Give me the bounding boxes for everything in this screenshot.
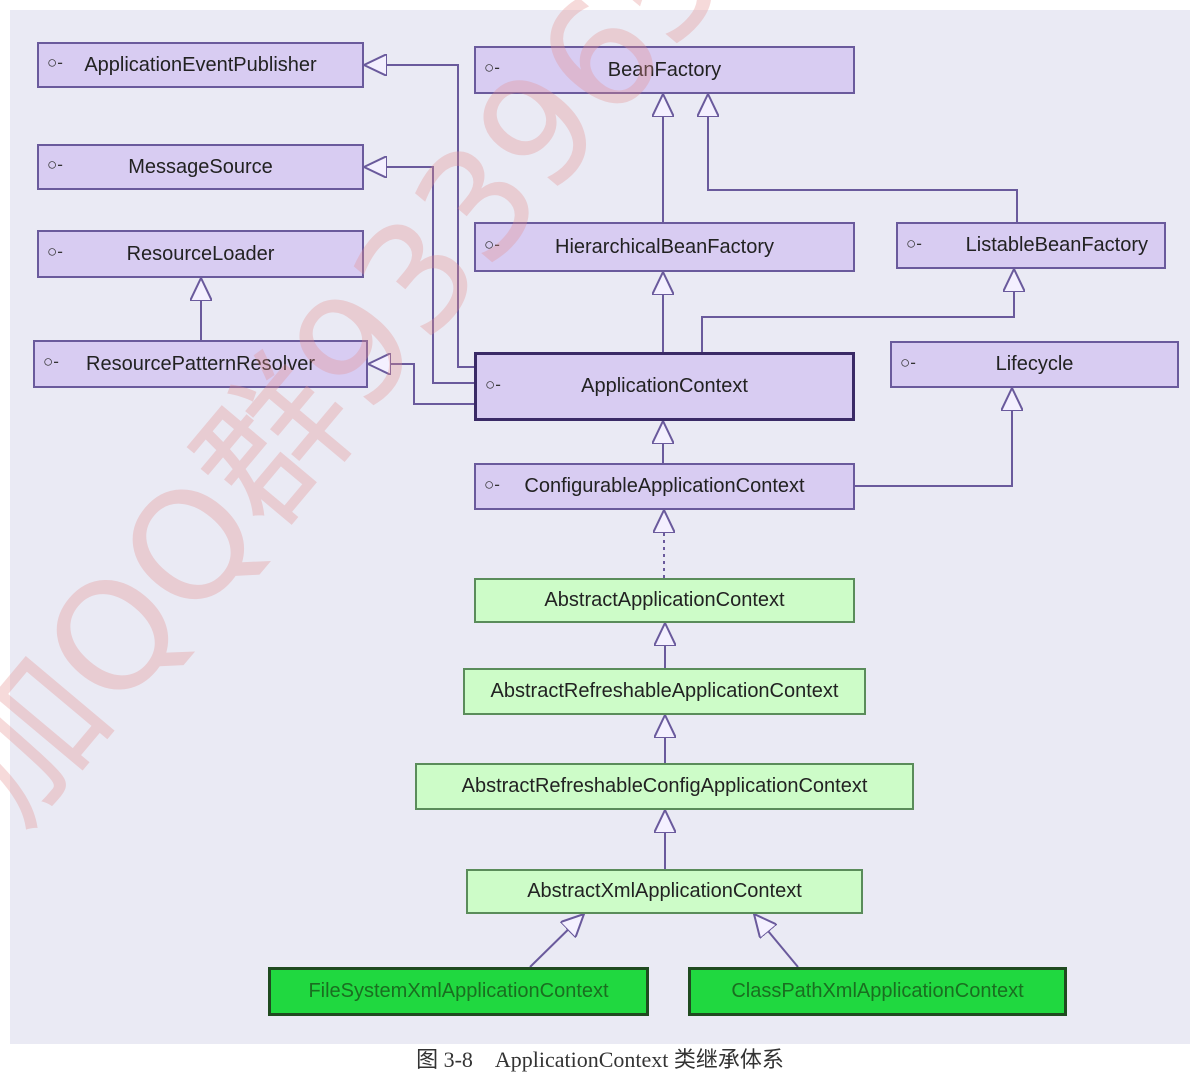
edge-configurable-to-lifecycle [854, 388, 1012, 487]
node-label: HierarchicalBeanFactory [555, 235, 774, 258]
node-label: AbstractXmlApplicationContext [527, 880, 802, 902]
edge-ac-to-listable [701, 269, 1014, 352]
interface-marker-icon: ○- [43, 352, 59, 371]
node-label: ApplicationContext [581, 375, 748, 397]
node-label: Lifecycle [995, 353, 1074, 375]
node-configurable-application-context: ○- ConfigurableApplicationContext [474, 463, 855, 510]
node-label: FileSystemXmlApplicationContext [308, 980, 609, 1002]
edge-ac-to-event-publisher [364, 65, 475, 368]
interface-marker-icon: ○- [47, 53, 63, 72]
node-resource-loader: ○- ResourceLoader [37, 230, 364, 278]
node-message-source: ○- MessageSource [37, 144, 364, 190]
edge-listable-to-bean-factory [708, 94, 1018, 222]
node-class-path-xml-application-context: ClassPathXmlApplicationContext [688, 967, 1067, 1016]
node-bean-factory: ○- BeanFactory [474, 46, 855, 94]
interface-marker-icon: ○- [484, 58, 500, 77]
edge-filesystem-to-xml [529, 914, 584, 968]
interface-marker-icon: ○- [906, 233, 922, 253]
interface-marker-icon: ○- [900, 352, 916, 372]
edge-ac-to-message-source [364, 167, 475, 384]
node-label: ConfigurableApplicationContext [524, 475, 805, 497]
node-hierarchical-bean-factory: ○- HierarchicalBeanFactory [474, 222, 855, 272]
node-label: ResourceLoader [126, 242, 275, 265]
node-label: BeanFactory [607, 58, 722, 81]
node-abstract-application-context: AbstractApplicationContext [474, 578, 855, 623]
node-listable-bean-factory: ○- ListableBeanFactory [896, 222, 1166, 269]
node-label: AbstractRefreshableApplicationContext [490, 680, 839, 702]
node-abstract-refreshable-config-application-context: AbstractRefreshableConfigApplicationCont… [415, 763, 914, 810]
edge-ac-to-pattern-resolver [368, 364, 475, 405]
node-label: AbstractRefreshableConfigApplicationCont… [461, 775, 868, 797]
node-lifecycle: ○- Lifecycle [890, 341, 1179, 388]
interface-marker-icon: ○- [47, 242, 63, 261]
edge-classpath-to-xml [754, 914, 799, 968]
node-file-system-xml-application-context: FileSystemXmlApplicationContext [268, 967, 649, 1016]
node-application-event-publisher: ○- ApplicationEventPublisher [37, 42, 364, 88]
node-label: MessageSource [128, 155, 273, 178]
node-application-context: ○- ApplicationContext [474, 352, 855, 421]
figure-caption: 图 3-8 ApplicationContext 类继承体系 [416, 1047, 784, 1072]
interface-marker-icon: ○- [47, 155, 63, 174]
node-label: ResourcePatternResolver [86, 352, 315, 375]
interface-marker-icon: ○- [484, 235, 500, 254]
interface-marker-icon: ○- [484, 474, 500, 494]
node-label: ListableBeanFactory [965, 234, 1148, 256]
node-abstract-refreshable-application-context: AbstractRefreshableApplicationContext [463, 668, 866, 715]
node-label: ClassPathXmlApplicationContext [731, 980, 1024, 1002]
node-abstract-xml-application-context: AbstractXmlApplicationContext [466, 869, 863, 914]
node-label: AbstractApplicationContext [544, 589, 785, 611]
node-resource-pattern-resolver: ○- ResourcePatternResolver [33, 340, 368, 388]
interface-marker-icon: ○- [485, 374, 501, 394]
node-label: ApplicationEventPublisher [84, 53, 317, 76]
